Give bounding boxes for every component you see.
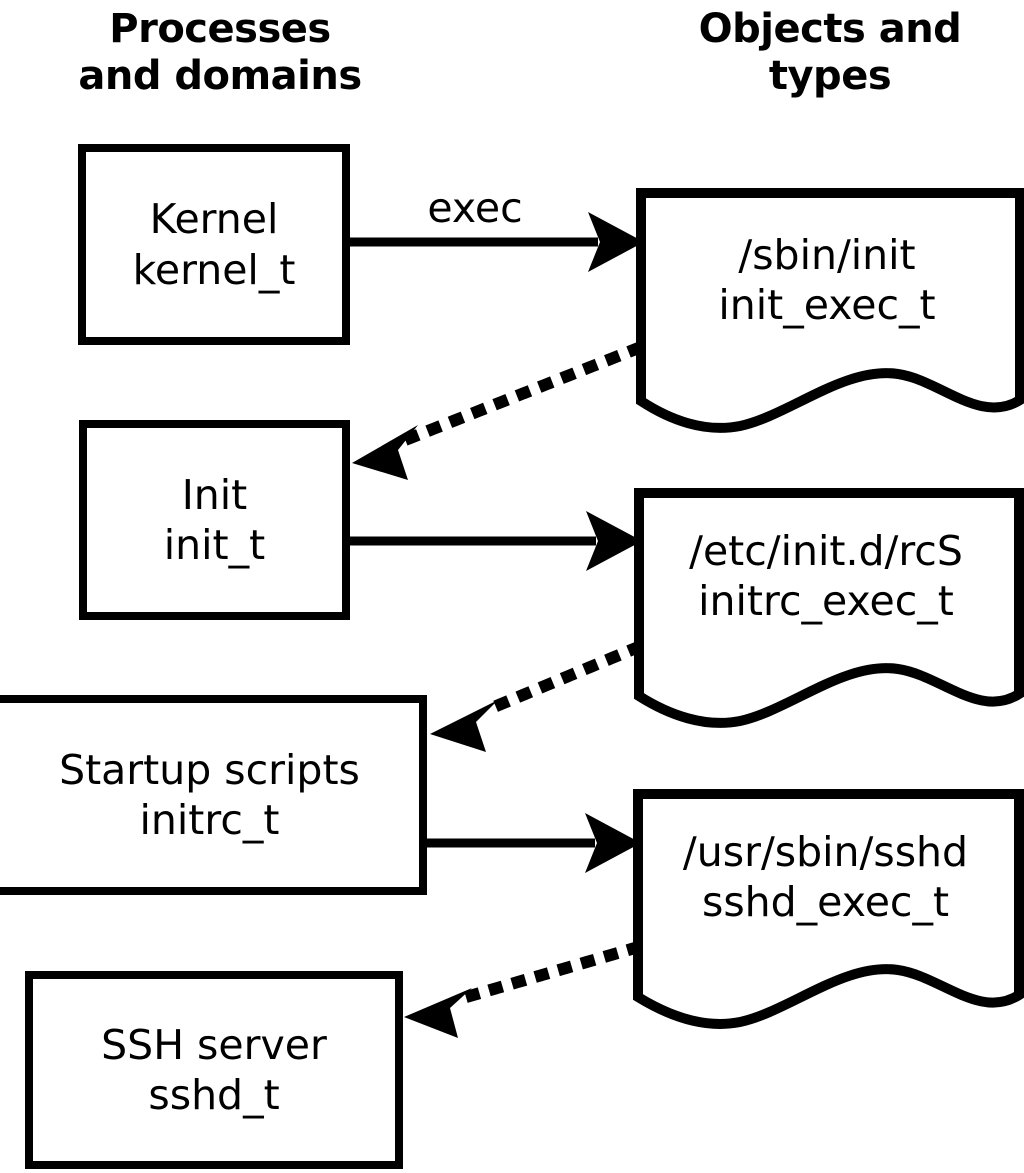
edge-sshd-exec-to-sshd — [404, 940, 643, 1038]
domain-type-initrc: initrc_t — [139, 796, 280, 844]
domain-box-kernel[interactable]: Kernel kernel_t — [78, 144, 350, 345]
domain-title-sshd: SSH server — [101, 1020, 327, 1069]
domain-type-sshd: sshd_t — [148, 1071, 280, 1119]
edge-label-exec: exec — [427, 184, 523, 232]
doc-shape-outline-initrc-exec — [634, 488, 1024, 728]
object-doc-sshd-exec[interactable]: /usr/sbin/sshd sshd_exec_t — [627, 783, 1024, 1039]
column-header-objects: Objects and types — [698, 6, 962, 100]
domain-box-init[interactable]: Init init_t — [79, 420, 350, 620]
edge-init-exec-to-init — [352, 341, 644, 480]
doc-shape-outline-init-exec — [636, 188, 1024, 433]
column-header-processes: Processes and domains — [78, 6, 362, 100]
domain-box-sshd[interactable]: SSH server sshd_t — [25, 971, 403, 1169]
doc-shape-outline-sshd-exec — [633, 789, 1024, 1029]
object-doc-initrc-exec[interactable]: /etc/init.d/rcS initrc_exec_t — [628, 482, 1024, 738]
domain-title-init: Init — [181, 470, 248, 519]
edge-initrc-exec-to-initrc — [430, 640, 644, 752]
domain-type-kernel: kernel_t — [132, 245, 296, 294]
edge-initrc-to-sshd-exec — [427, 813, 641, 873]
domain-box-initrc[interactable]: Startup scripts initrc_t — [0, 695, 427, 895]
domain-title-kernel: Kernel — [149, 195, 279, 244]
edge-init-to-initrc-exec — [350, 511, 642, 571]
domain-title-initrc: Startup scripts — [59, 745, 360, 794]
object-doc-init-exec[interactable]: /sbin/init init_exec_t — [630, 182, 1024, 442]
domain-type-init: init_t — [163, 521, 266, 569]
